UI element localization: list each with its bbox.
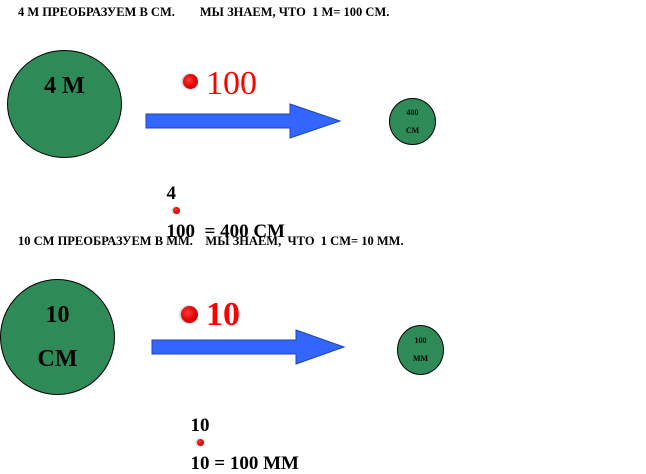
equation-right: 10 = 100 ММ <box>190 453 299 474</box>
small-circle-unit: СМ <box>405 125 420 135</box>
big-circle-label: 4 М <box>44 72 85 99</box>
big-circle-unit: СМ <box>37 346 78 372</box>
section1-heading: 4 М ПРЕОБРАЗУЕМ В СМ. МЫ ЗНАЕМ, ЧТО 1 М=… <box>18 5 390 19</box>
small-circle-centimeters: 400 СМ <box>389 98 436 145</box>
equation-left: 10 <box>190 415 210 436</box>
multiply-dot-icon <box>172 207 180 214</box>
multiply-dot-icon <box>196 439 204 446</box>
big-circle-meters: 4 М <box>7 50 122 158</box>
equation: 10 10 = 100 ММ <box>181 397 299 473</box>
arrow-right-icon <box>145 103 342 139</box>
small-circle-value: 400 <box>406 107 419 117</box>
multiply-dot-icon <box>183 74 198 89</box>
small-circle-unit: ММ <box>412 354 429 363</box>
equation-left: 4 <box>166 183 177 204</box>
small-circle-millimeters: 100 ММ <box>397 325 444 375</box>
big-circle-centimeters: 10 СМ <box>0 279 115 395</box>
equation-right: 100 = 400 СМ <box>166 221 285 242</box>
big-circle-value: 10 <box>45 302 70 328</box>
equation: 4 100 = 400 СМ <box>157 165 285 241</box>
multiply-dot-icon <box>181 306 198 323</box>
section2-heading: 10 СМ ПРЕОБРАЗУЕМ В ММ. МЫ ЗНАЕМ, ЧТО 1 … <box>18 234 404 248</box>
factor-label: 10 <box>206 296 240 333</box>
arrow-right-icon <box>151 329 346 365</box>
factor-label: 100 <box>206 65 257 102</box>
small-circle-value: 100 <box>414 336 427 345</box>
